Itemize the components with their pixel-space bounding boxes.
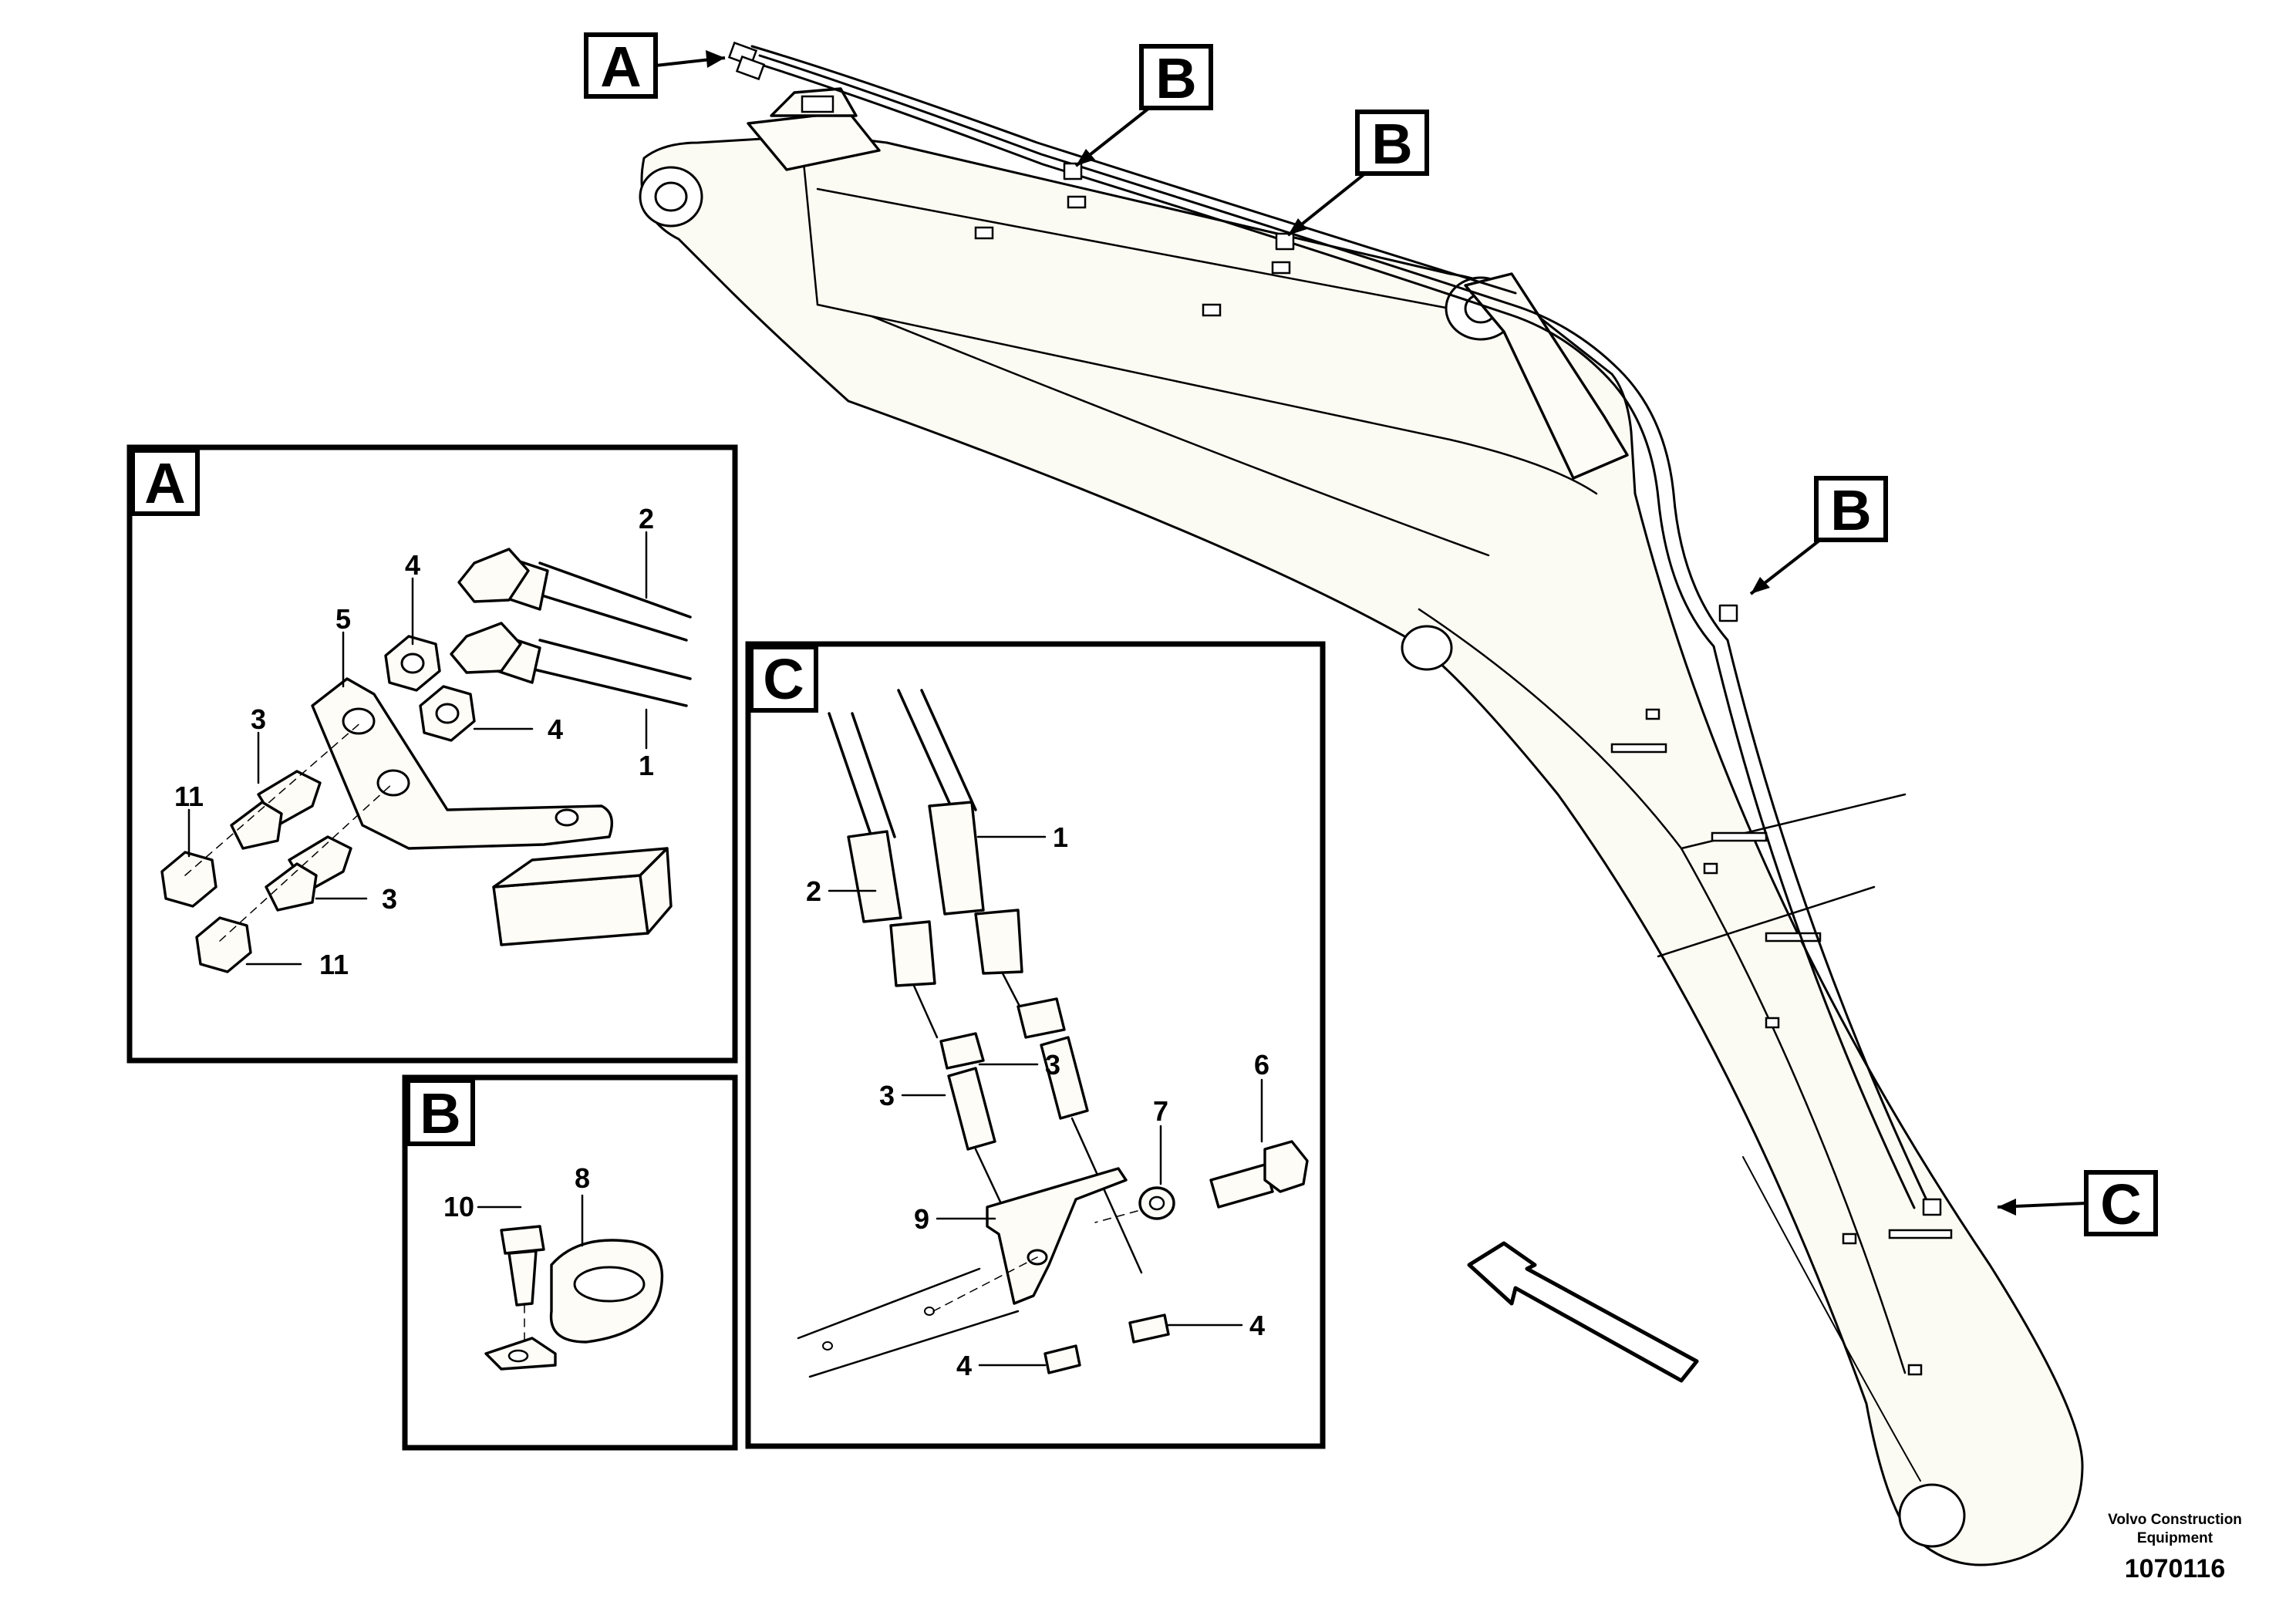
svg-text:3: 3 <box>382 883 397 915</box>
svg-text:11: 11 <box>319 949 349 980</box>
svg-text:2: 2 <box>806 875 821 907</box>
company-line-1: Volvo Construction <box>2108 1512 2242 1528</box>
excavator-boom <box>639 41 2084 1566</box>
svg-text:4: 4 <box>956 1350 972 1381</box>
callout-b-top-1: B <box>1074 44 1213 167</box>
direction-arrow <box>1467 1241 1699 1383</box>
callout-b-side: B <box>1749 476 1888 595</box>
svg-text:B: B <box>1830 478 1871 542</box>
svg-text:3: 3 <box>879 1080 895 1111</box>
svg-text:4: 4 <box>405 549 420 581</box>
svg-text:4: 4 <box>548 713 563 745</box>
svg-text:4: 4 <box>1249 1310 1265 1341</box>
footer-credits: Volvo Construction Equipment 1070116 <box>2108 1512 2242 1583</box>
svg-text:1: 1 <box>639 750 654 781</box>
detail-panel-c: C <box>745 641 1326 1449</box>
figure-number: 1070116 <box>2125 1554 2226 1583</box>
svg-text:10: 10 <box>443 1191 474 1222</box>
svg-text:B: B <box>420 1081 460 1145</box>
svg-text:7: 7 <box>1153 1095 1168 1127</box>
svg-text:2: 2 <box>639 503 654 534</box>
svg-text:11: 11 <box>174 781 204 812</box>
svg-text:B: B <box>1155 46 1196 110</box>
svg-text:C: C <box>763 647 804 711</box>
detail-panel-a: A <box>126 444 738 1064</box>
svg-text:C: C <box>2100 1172 2141 1236</box>
svg-text:A: A <box>600 35 641 99</box>
svg-text:6: 6 <box>1254 1049 1269 1081</box>
svg-text:A: A <box>144 451 185 515</box>
company-line-2: Equipment <box>2137 1530 2213 1546</box>
callout-a-top: A <box>584 32 726 99</box>
svg-text:5: 5 <box>335 603 351 635</box>
svg-text:8: 8 <box>575 1162 590 1194</box>
svg-text:9: 9 <box>914 1203 929 1235</box>
svg-text:3: 3 <box>1045 1049 1060 1081</box>
callout-b-top-2: B <box>1286 110 1429 237</box>
callout-c-side: C <box>1997 1170 2158 1236</box>
detail-panel-b: B 10 8 <box>402 1074 738 1451</box>
svg-text:1: 1 <box>1053 821 1068 853</box>
svg-text:3: 3 <box>251 703 266 735</box>
svg-text:B: B <box>1371 112 1412 176</box>
